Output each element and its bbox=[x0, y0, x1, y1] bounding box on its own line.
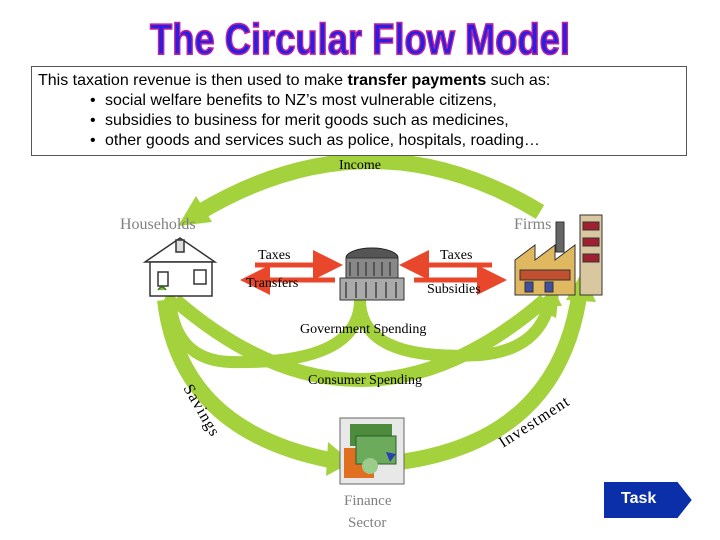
consumer-spending-label: Consumer Spending bbox=[308, 373, 422, 388]
intro-bold-text: transfer payments bbox=[347, 72, 487, 89]
finance-label-line1: Finance bbox=[344, 493, 392, 509]
government-building-icon bbox=[339, 247, 405, 301]
subsidies-label: Subsidies bbox=[427, 282, 481, 297]
factory-icon bbox=[514, 214, 603, 296]
firms-label: Firms bbox=[514, 216, 552, 233]
savings-arrowhead bbox=[326, 442, 352, 476]
money-icon bbox=[339, 417, 405, 485]
government-spending-arrowhead-right bbox=[540, 286, 562, 306]
task-button-shape bbox=[602, 480, 695, 520]
page-title: The Circular Flow Model bbox=[150, 15, 570, 64]
consumer-spending-arrow bbox=[170, 294, 550, 387]
transfer-payments-textbox: This taxation revenue is then used to ma… bbox=[31, 66, 687, 156]
title-graphic: The Circular Flow Model bbox=[149, 14, 571, 64]
taxes-left-label: Taxes bbox=[258, 248, 291, 263]
government-spending-label: Government Spending bbox=[300, 322, 427, 337]
income-arrow bbox=[195, 153, 545, 219]
task-button-label: Task bbox=[621, 490, 657, 507]
households-label: Households bbox=[120, 216, 196, 233]
task-button[interactable]: Task bbox=[603, 481, 693, 519]
bullet-item: other goods and services such as police,… bbox=[38, 131, 686, 151]
textbox-intro: This taxation revenue is then used to ma… bbox=[38, 71, 686, 91]
government-spending-arrow-right bbox=[354, 298, 556, 362]
bullet-item: subsidies to business for merit goods su… bbox=[38, 111, 686, 131]
transfers-label: Transfers bbox=[246, 276, 299, 291]
income-label: Income bbox=[339, 158, 381, 173]
intro-text: This taxation revenue is then used to ma… bbox=[38, 72, 348, 89]
bullet-item: social welfare benefits to NZ’s most vul… bbox=[38, 91, 686, 111]
house-icon bbox=[142, 237, 218, 297]
investment-arrow bbox=[398, 288, 588, 470]
taxes-right-label: Taxes bbox=[440, 248, 473, 263]
income-arrowhead bbox=[178, 196, 212, 226]
intro-tail-text: such as: bbox=[486, 72, 551, 89]
finance-label-line2: Sector bbox=[348, 515, 387, 531]
savings-arrow bbox=[157, 299, 332, 468]
